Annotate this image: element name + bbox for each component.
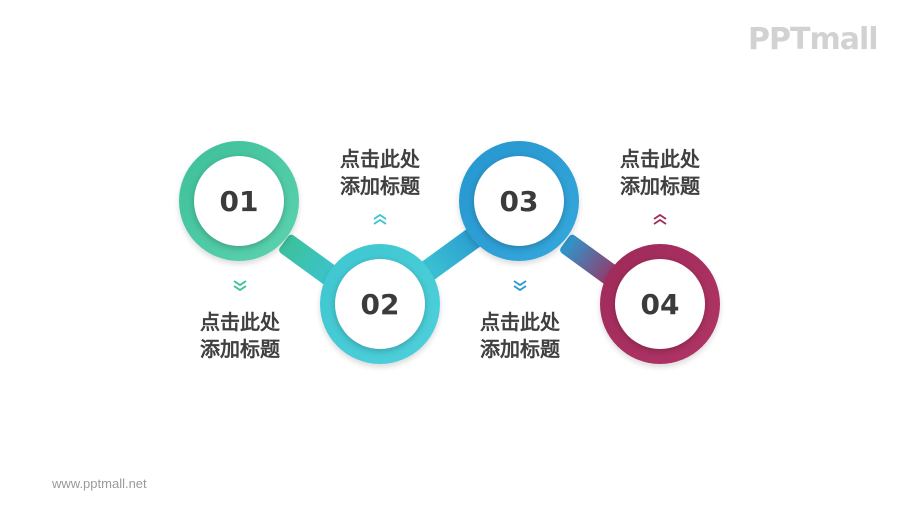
step-3-label: 点击此处 添加标题 bbox=[450, 309, 590, 363]
step-1-circle: 01 bbox=[194, 156, 284, 246]
step-4-title-line1: 点击此处 bbox=[620, 147, 700, 171]
step-1-ring: 01 bbox=[179, 141, 299, 261]
step-2-ring: 02 bbox=[320, 244, 440, 364]
step-4-title-line2: 添加标题 bbox=[620, 174, 700, 198]
chevron-down-icon bbox=[513, 280, 527, 292]
step-2-number: 02 bbox=[360, 287, 400, 321]
step-4-circle: 04 bbox=[615, 259, 705, 349]
step-4-label: 点击此处 添加标题 bbox=[590, 146, 730, 200]
step-4-ring: 04 bbox=[600, 244, 720, 364]
step-2-title-line2: 添加标题 bbox=[340, 174, 420, 198]
footer-url: www.pptmall.net bbox=[52, 476, 147, 491]
step-1-title-line2: 添加标题 bbox=[200, 337, 280, 361]
step-2-title-line1: 点击此处 bbox=[340, 147, 420, 171]
step-3-title-line1: 点击此处 bbox=[480, 310, 560, 334]
step-4-number: 04 bbox=[640, 287, 680, 321]
step-3-number: 03 bbox=[499, 184, 539, 218]
step-1-title-line1: 点击此处 bbox=[200, 310, 280, 334]
chevron-up-icon bbox=[373, 213, 387, 225]
step-1-number: 01 bbox=[219, 184, 259, 218]
step-2-label: 点击此处 添加标题 bbox=[310, 146, 450, 200]
chevron-up-icon bbox=[653, 213, 667, 225]
step-1-label: 点击此处 添加标题 bbox=[170, 309, 310, 363]
step-3-circle: 03 bbox=[474, 156, 564, 246]
step-2-circle: 02 bbox=[335, 259, 425, 349]
step-3-title-line2: 添加标题 bbox=[480, 337, 560, 361]
chevron-down-icon bbox=[233, 280, 247, 292]
pptmall-logo: PPTmall bbox=[748, 22, 879, 57]
step-3-ring: 03 bbox=[459, 141, 579, 261]
